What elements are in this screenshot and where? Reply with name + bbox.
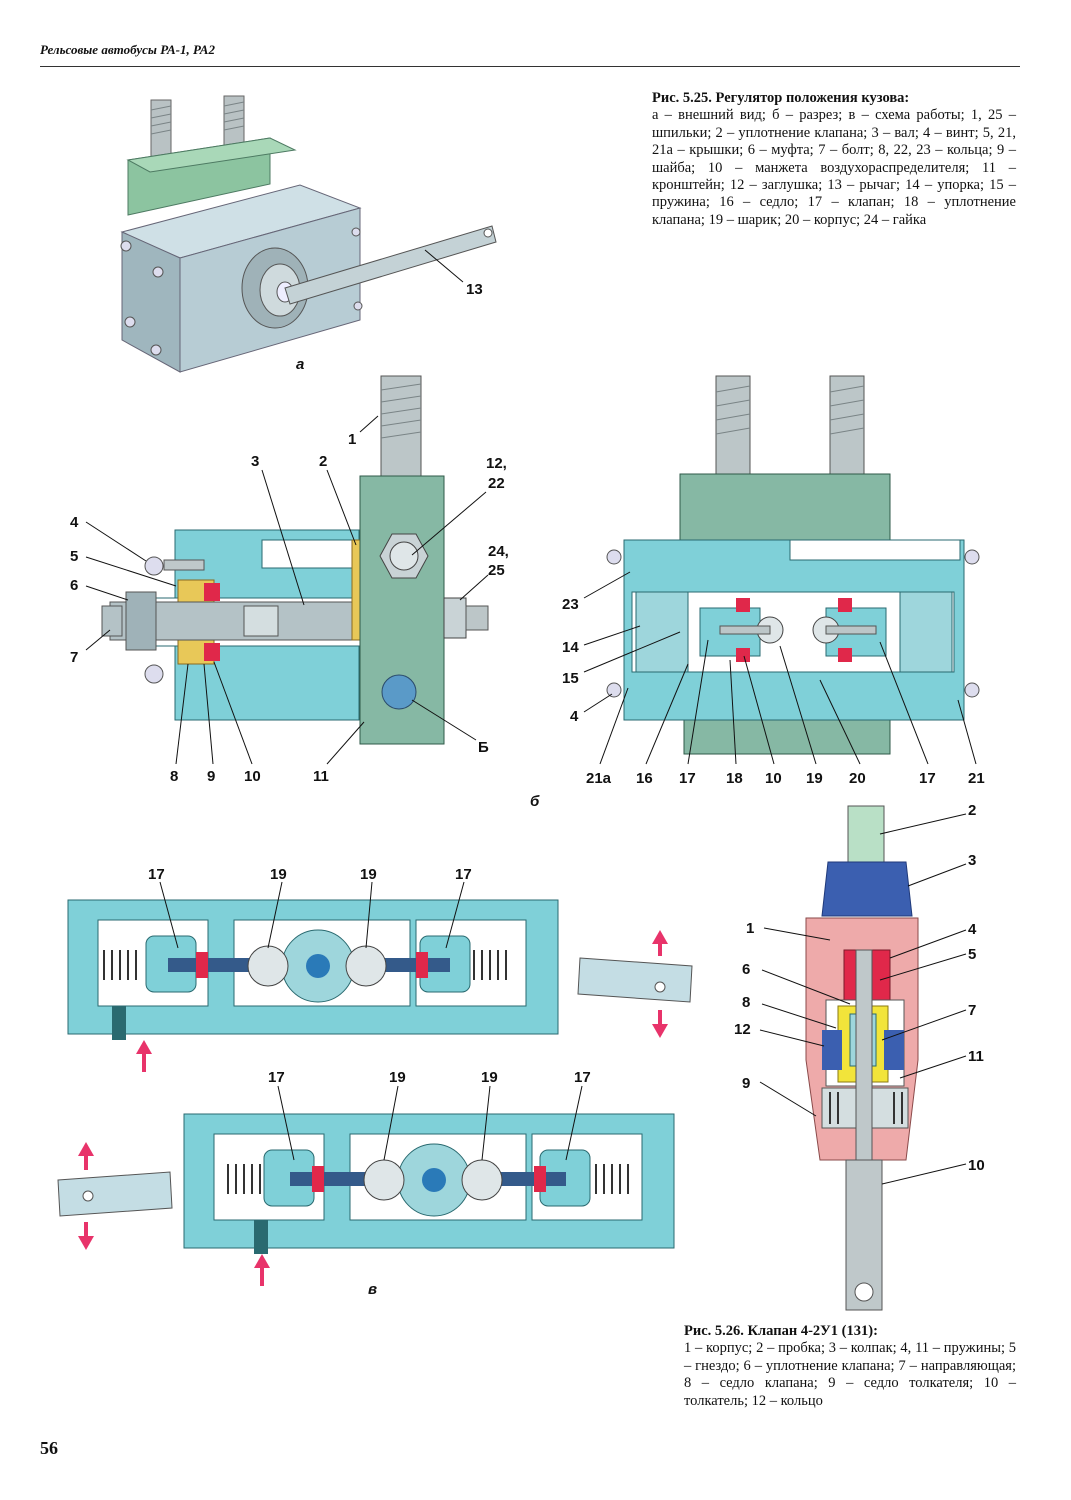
label-17-vbot-right: 17	[574, 1069, 591, 1086]
label-526-11: 11	[968, 1048, 984, 1065]
label-8: 8	[170, 768, 178, 785]
label-526-5: 5	[968, 946, 976, 963]
figure-v-scheme-top: 17 19 19 17	[67, 866, 693, 1072]
label-526-1: 1	[746, 920, 754, 937]
running-header: Рельсовые автобусы РА-1, РА2	[40, 42, 215, 57]
figure-526-valve: 2 3 1 4 5 6 7 8 12 11 9 10	[734, 802, 985, 1311]
label-10-right: 10	[765, 770, 782, 787]
subfig-label-a: а	[296, 356, 304, 373]
label-23: 23	[562, 596, 579, 613]
figure-526-caption-body: 1 – корпус; 2 – пробка; 3 – колпак; 4, 1…	[684, 1340, 1016, 1409]
label-3: 3	[251, 453, 259, 470]
label-6: 6	[70, 577, 78, 594]
label-18: 18	[726, 770, 743, 787]
page-number: 56	[40, 1438, 58, 1458]
figure-526-caption: Рис. 5.26. Клапан 4-2У1 (131): 1 – корпу…	[684, 1323, 1016, 1410]
label-19: 19	[806, 770, 823, 787]
label-4: 4	[70, 514, 79, 531]
label-526-2: 2	[968, 802, 976, 819]
figure-b-section-left: 1 3 2 12, 22 24, 25 4 5 6 7 8 9 10 11 Б	[70, 375, 509, 785]
label-19-vbot-left: 19	[389, 1069, 406, 1086]
label-19-vtop-right: 19	[360, 866, 377, 883]
label-17-left: 17	[679, 770, 696, 787]
label-24-25-a: 24,	[488, 543, 509, 560]
label-526-6: 6	[742, 961, 750, 978]
label-526-4: 4	[968, 921, 977, 938]
subfig-label-b: б	[530, 793, 540, 810]
label-21: 21	[968, 770, 985, 787]
label-7: 7	[70, 649, 78, 666]
label-13: 13	[466, 281, 483, 298]
figure-a-external-view: 13 а	[120, 95, 497, 373]
label-526-3: 3	[968, 852, 976, 869]
figure-525-caption-title: Рис. 5.25. Регулятор положения кузова:	[652, 90, 910, 106]
label-2: 2	[319, 453, 327, 470]
label-526-10: 10	[968, 1157, 985, 1174]
label-526-8: 8	[742, 994, 750, 1011]
label-17-vbot-left: 17	[268, 1069, 285, 1086]
label-12-22-a: 12,	[486, 455, 507, 472]
label-12-22-b: 22	[488, 475, 505, 492]
label-17-vtop-right: 17	[455, 866, 472, 883]
label-17-right: 17	[919, 770, 936, 787]
subfig-label-v: в	[368, 1281, 377, 1298]
label-11: 11	[313, 768, 329, 785]
figure-526-caption-title: Рис. 5.26. Клапан 4-2У1 (131):	[684, 1323, 878, 1339]
label-4-right: 4	[570, 708, 579, 725]
label-526-9: 9	[742, 1075, 750, 1092]
label-17-vtop-left: 17	[148, 866, 165, 883]
figure-v-scheme-bottom: 17 19 19 17 в	[57, 1069, 675, 1298]
label-24-25-b: 25	[488, 562, 505, 579]
label-10: 10	[244, 768, 261, 785]
label-526-7: 7	[968, 1002, 976, 1019]
label-9: 9	[207, 768, 215, 785]
label-5: 5	[70, 548, 78, 565]
header-rule	[40, 66, 1020, 67]
label-1: 1	[348, 431, 356, 448]
label-526-12: 12	[734, 1021, 751, 1038]
label-19-vbot-right: 19	[481, 1069, 498, 1086]
figure-525-caption: Рис. 5.25. Регулятор положения кузова: а…	[652, 90, 1016, 229]
label-16: 16	[636, 770, 653, 787]
label-21a: 21а	[586, 770, 612, 787]
figure-525-caption-body: а – внешний вид; б – разрез; в – схема р…	[652, 107, 1016, 228]
label-14: 14	[562, 639, 579, 656]
label-15: 15	[562, 670, 579, 687]
label-20: 20	[849, 770, 866, 787]
label-B: Б	[478, 739, 489, 756]
label-19-vtop-left: 19	[270, 866, 287, 883]
figure-b-section-right: 23 14 15 4 21а 16 17 18 10 19 20 17 21 б	[530, 375, 985, 810]
